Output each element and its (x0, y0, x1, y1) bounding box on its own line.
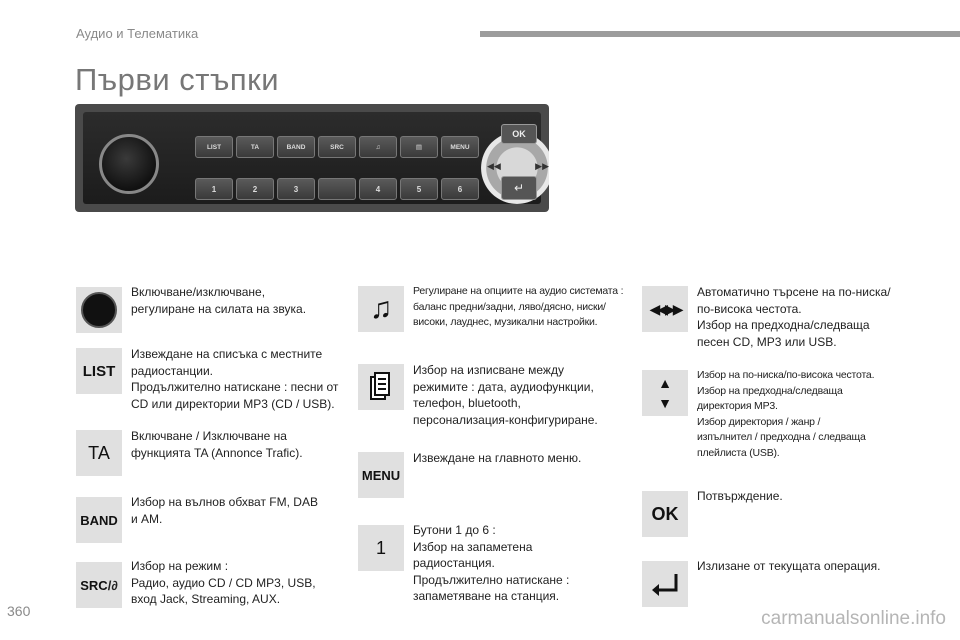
panel-menu-button: MENU (441, 136, 479, 158)
band-icon-label: BAND (80, 512, 118, 528)
ok-description: Потвърждение. (697, 489, 783, 503)
menu-icon: MENU (358, 452, 404, 498)
panel-back-button: ↵ (501, 176, 537, 200)
panel-ok-button: OK (501, 124, 537, 144)
music-description: Регулиране на опциите на аудио системата… (413, 285, 624, 328)
panel-ta-button: TA (236, 136, 274, 158)
band-description: Избор на вълнов обхват FM, DAB и AM. (131, 495, 318, 526)
preset-icon: 1 (358, 525, 404, 571)
section-header: Аудио и Телематика (76, 26, 199, 41)
list-icon: LIST (76, 348, 122, 394)
watermark: carmanualsonline.info (761, 608, 946, 629)
panel-top-buttons: LIST TA BAND SRC ♫ ▤ MENU (195, 136, 479, 158)
ta-icon: TA (76, 430, 122, 476)
back-description: Излизане от текущата операция. (697, 559, 881, 573)
menu-description: Извеждане на главното меню. (413, 451, 582, 465)
panel-preset-4: 4 (359, 178, 397, 200)
src-icon-label: SRC (80, 577, 108, 593)
page-title: Първи стъпки (75, 62, 280, 97)
panel-blank-button (318, 178, 356, 200)
ok-icon-label: OK (651, 503, 679, 524)
panel-preset-1: 1 (195, 178, 233, 200)
list-description: Извеждане на списъка с местните радиоста… (131, 347, 339, 411)
knob-icon (76, 287, 122, 333)
band-icon: BAND (76, 497, 122, 543)
panel-preset-3: 3 (277, 178, 315, 200)
seek-arrows-icon: ◀◀▶▶ (642, 286, 688, 332)
volume-knob (99, 134, 159, 194)
preset-icon-label: 1 (375, 537, 386, 558)
page-number: 360 (7, 603, 31, 619)
src-icon: SRC /∂ (76, 562, 122, 608)
ta-description: Включване / Изключване на функцията TA (… (131, 429, 303, 460)
power-description: Включване/изключване, регулиране на сила… (131, 285, 307, 316)
radio-panel-image: LIST TA BAND SRC ♫ ▤ MENU 1 2 3 4 5 6 ▲ … (75, 104, 549, 212)
header-bar (480, 31, 960, 37)
ok-icon: OK (642, 491, 688, 537)
up-down-arrows-icon: ▲▼ (642, 370, 688, 416)
panel-preset-6: 6 (441, 178, 479, 200)
panel-band-button: BAND (277, 136, 315, 158)
src-description: Избор на режим : Радио, аудио CD / CD MP… (131, 559, 316, 606)
preset-description: Бутони 1 до 6 : Избор на запаметена ради… (413, 523, 570, 603)
updown-description: Избор на по-ниска/по-висока честота. Изб… (697, 369, 875, 459)
display-mode-icon (358, 364, 404, 410)
panel-music-button: ♫ (359, 136, 397, 158)
display-description: Избор на изписване между режимите : дата… (413, 363, 598, 427)
panel-list-button: LIST (195, 136, 233, 158)
music-note-icon: ♫ (358, 286, 404, 332)
menu-icon-label: MENU (361, 467, 401, 483)
seek-description: Автоматично търсене на по-ниска/ по-висо… (697, 285, 891, 349)
list-icon-label: LIST (82, 362, 116, 380)
panel-preset-buttons: 1 2 3 4 5 6 (195, 178, 479, 200)
panel-preset-5: 5 (400, 178, 438, 200)
panel-display-button: ▤ (400, 136, 438, 158)
panel-src-button: SRC (318, 136, 356, 158)
ta-icon-label: TA (88, 442, 110, 463)
back-icon (642, 561, 688, 607)
panel-preset-2: 2 (236, 178, 274, 200)
